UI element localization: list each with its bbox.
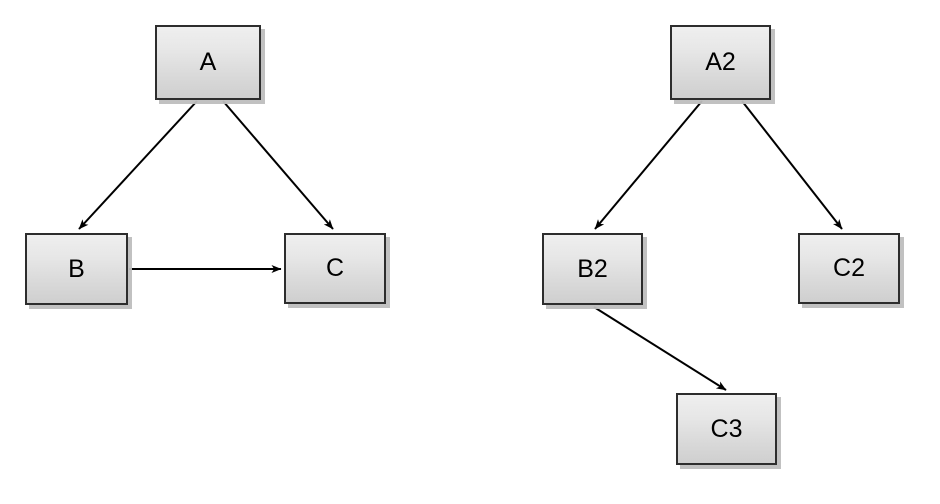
node-c[interactable]: C bbox=[284, 233, 386, 304]
node-label-a2: A2 bbox=[705, 48, 736, 76]
edge-a-to-c bbox=[222, 100, 334, 230]
node-b[interactable]: B bbox=[25, 233, 128, 305]
node-label-c2: C2 bbox=[833, 254, 865, 282]
node-c2[interactable]: C2 bbox=[798, 233, 900, 304]
node-a2[interactable]: A2 bbox=[670, 25, 771, 100]
node-label-a: A bbox=[199, 48, 217, 76]
node-label-b2: B2 bbox=[577, 254, 608, 283]
node-b2[interactable]: B2 bbox=[542, 233, 643, 305]
edge-b2-to-c3 bbox=[593, 306, 727, 391]
edge-a2-to-c2 bbox=[741, 100, 843, 230]
node-c3[interactable]: C3 bbox=[676, 393, 777, 465]
edge-a2-to-b2 bbox=[594, 100, 703, 230]
edge-a-to-b bbox=[78, 100, 198, 230]
node-label-c3: C3 bbox=[710, 414, 743, 443]
edges bbox=[78, 100, 843, 391]
node-label-c: C bbox=[325, 254, 345, 282]
node-a[interactable]: A bbox=[155, 25, 261, 100]
node-label-b: B bbox=[68, 254, 85, 283]
